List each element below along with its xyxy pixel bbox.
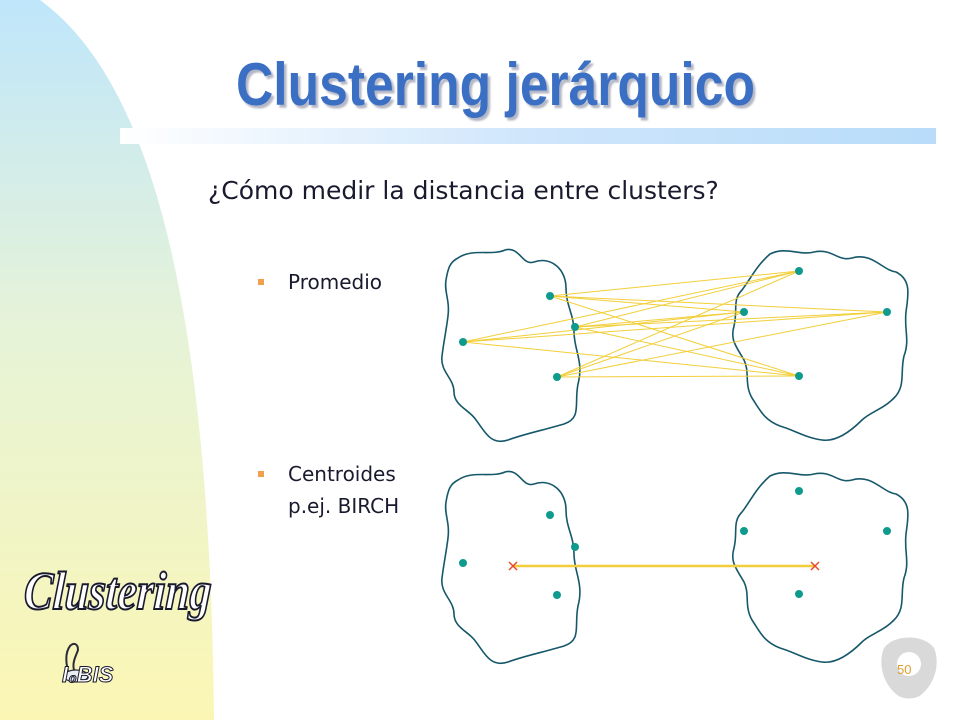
- average-link-line-11: [462, 341, 800, 377]
- bottom-left-cluster-point-0: [546, 511, 554, 519]
- average-link-line-12: [556, 270, 800, 378]
- top-right-cluster-point-3: [795, 372, 803, 380]
- top-right-cluster-point-1: [740, 308, 748, 316]
- bottom-left-cluster-point-1: [571, 543, 579, 551]
- bullet-centroides-subtext: p.ej. BIRCH: [288, 494, 400, 518]
- side-wordart-clustering: Clustering: [22, 560, 214, 622]
- average-link-line-9: [462, 311, 745, 343]
- cluster-outline-bottom-left: [441, 470, 581, 665]
- bottom-left-cluster-point-2: [459, 559, 467, 567]
- slide-number: 50: [897, 662, 912, 677]
- top-right-cluster-point-0: [795, 267, 803, 275]
- bottom-right-cluster-point-2: [883, 527, 891, 535]
- top-left-cluster-point-3: [553, 373, 561, 381]
- top-left-cluster-point-2: [459, 338, 467, 346]
- idbis-logo-bird-icon: [63, 642, 89, 683]
- average-link-line-14: [556, 311, 888, 378]
- cluster-outline-bottom-right: [731, 472, 909, 664]
- average-linkage-lines: [462, 270, 888, 378]
- bullet-promedio-text: Promedio: [288, 270, 383, 294]
- average-link-line-10: [462, 311, 888, 343]
- average-link-line-4: [574, 270, 800, 328]
- bottom-left-cluster-point-3: [553, 591, 561, 599]
- average-link-line-15: [556, 375, 800, 378]
- right-centroid-icon: [810, 561, 820, 571]
- idbis-logo-text: I₀BIS: [61, 662, 114, 688]
- average-points: [459, 267, 891, 381]
- title-underline-bar: [120, 128, 936, 144]
- cluster-outlines: [441, 248, 909, 665]
- left-gradient-panel: [0, 0, 214, 720]
- bullet-square-icon: [258, 279, 264, 285]
- cluster-outline-top-right: [731, 250, 909, 442]
- top-left-cluster-point-1: [571, 323, 579, 331]
- average-link-line-2: [549, 295, 888, 313]
- slide-title: Clustering jerárquico: [236, 51, 755, 118]
- slide-subtitle: ¿Cómo medir la distancia entre clusters?: [208, 176, 719, 205]
- cluster-outline-top-left: [441, 248, 581, 443]
- average-link-line-5: [574, 311, 745, 328]
- bullet-square-icon: [258, 471, 264, 477]
- top-left-cluster-point-0: [546, 292, 554, 300]
- bottom-right-cluster-point-0: [795, 487, 803, 495]
- bottom-right-cluster-point-1: [740, 527, 748, 535]
- average-link-line-13: [556, 311, 745, 378]
- bottom-right-cluster-point-3: [795, 590, 803, 598]
- average-link-line-0: [549, 270, 800, 297]
- university-crest-watermark: [881, 637, 937, 699]
- left-centroid-icon: [508, 561, 518, 571]
- centroid-cluster-points: [459, 487, 891, 599]
- bullet-centroides-text: Centroides: [288, 462, 396, 486]
- centroid-markers: [508, 561, 820, 571]
- average-link-line-8: [462, 270, 800, 343]
- top-right-cluster-point-2: [883, 308, 891, 316]
